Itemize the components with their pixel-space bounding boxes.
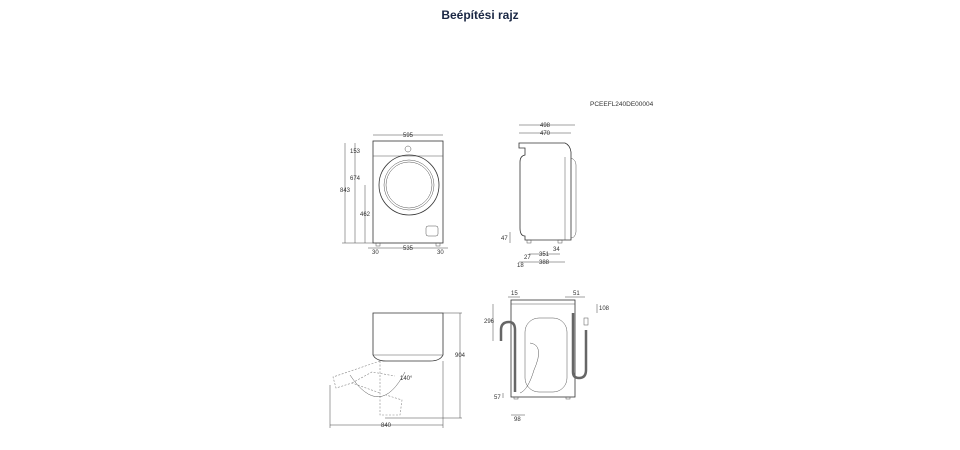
dim-depth-feet: 388	[539, 260, 550, 266]
front-view: 595 843 153 674 462 30 535 30	[340, 133, 448, 256]
dim-door-angle: 140°	[400, 376, 413, 382]
dim-top-plug: 108	[599, 306, 610, 312]
dim-door-open-depth: 904	[455, 353, 466, 359]
side-view: 498 470 47 27 351 34 18 388	[501, 123, 577, 269]
dim-depth-body: 470	[540, 131, 551, 137]
top-view: 904 840 140°	[329, 312, 466, 429]
dim-front-height: 843	[340, 188, 351, 194]
dim-hose-height: 296	[484, 319, 495, 325]
dim-total-width: 840	[381, 423, 392, 429]
dim-depth-total: 498	[540, 123, 551, 129]
dim-left-hose: 15	[511, 291, 518, 297]
dim-top-panel: 153	[350, 149, 361, 155]
dim-front-width: 595	[403, 133, 414, 139]
dim-rear-offset: 27	[524, 255, 531, 261]
dim-rear-edge: 18	[517, 263, 524, 269]
dim-side-foot-span: 351	[539, 252, 550, 258]
dim-bottom-offset: 57	[494, 395, 501, 401]
dim-foot-left: 30	[372, 250, 379, 256]
dim-front-offset: 34	[553, 247, 560, 253]
dim-foot-right: 30	[437, 250, 444, 256]
dim-door-center: 462	[360, 212, 371, 218]
dim-door-span: 674	[350, 176, 361, 182]
dim-bottom-width: 98	[514, 417, 521, 423]
rear-view: 15 51 108 296 57 98	[484, 291, 610, 423]
drawing-code: PCEEFL240DE00004	[590, 101, 654, 108]
page-title: Beépítési rajz	[441, 8, 519, 22]
dim-right-hose: 51	[573, 291, 580, 297]
dim-foot-span: 535	[403, 246, 414, 252]
dim-foot-height: 47	[501, 236, 508, 242]
